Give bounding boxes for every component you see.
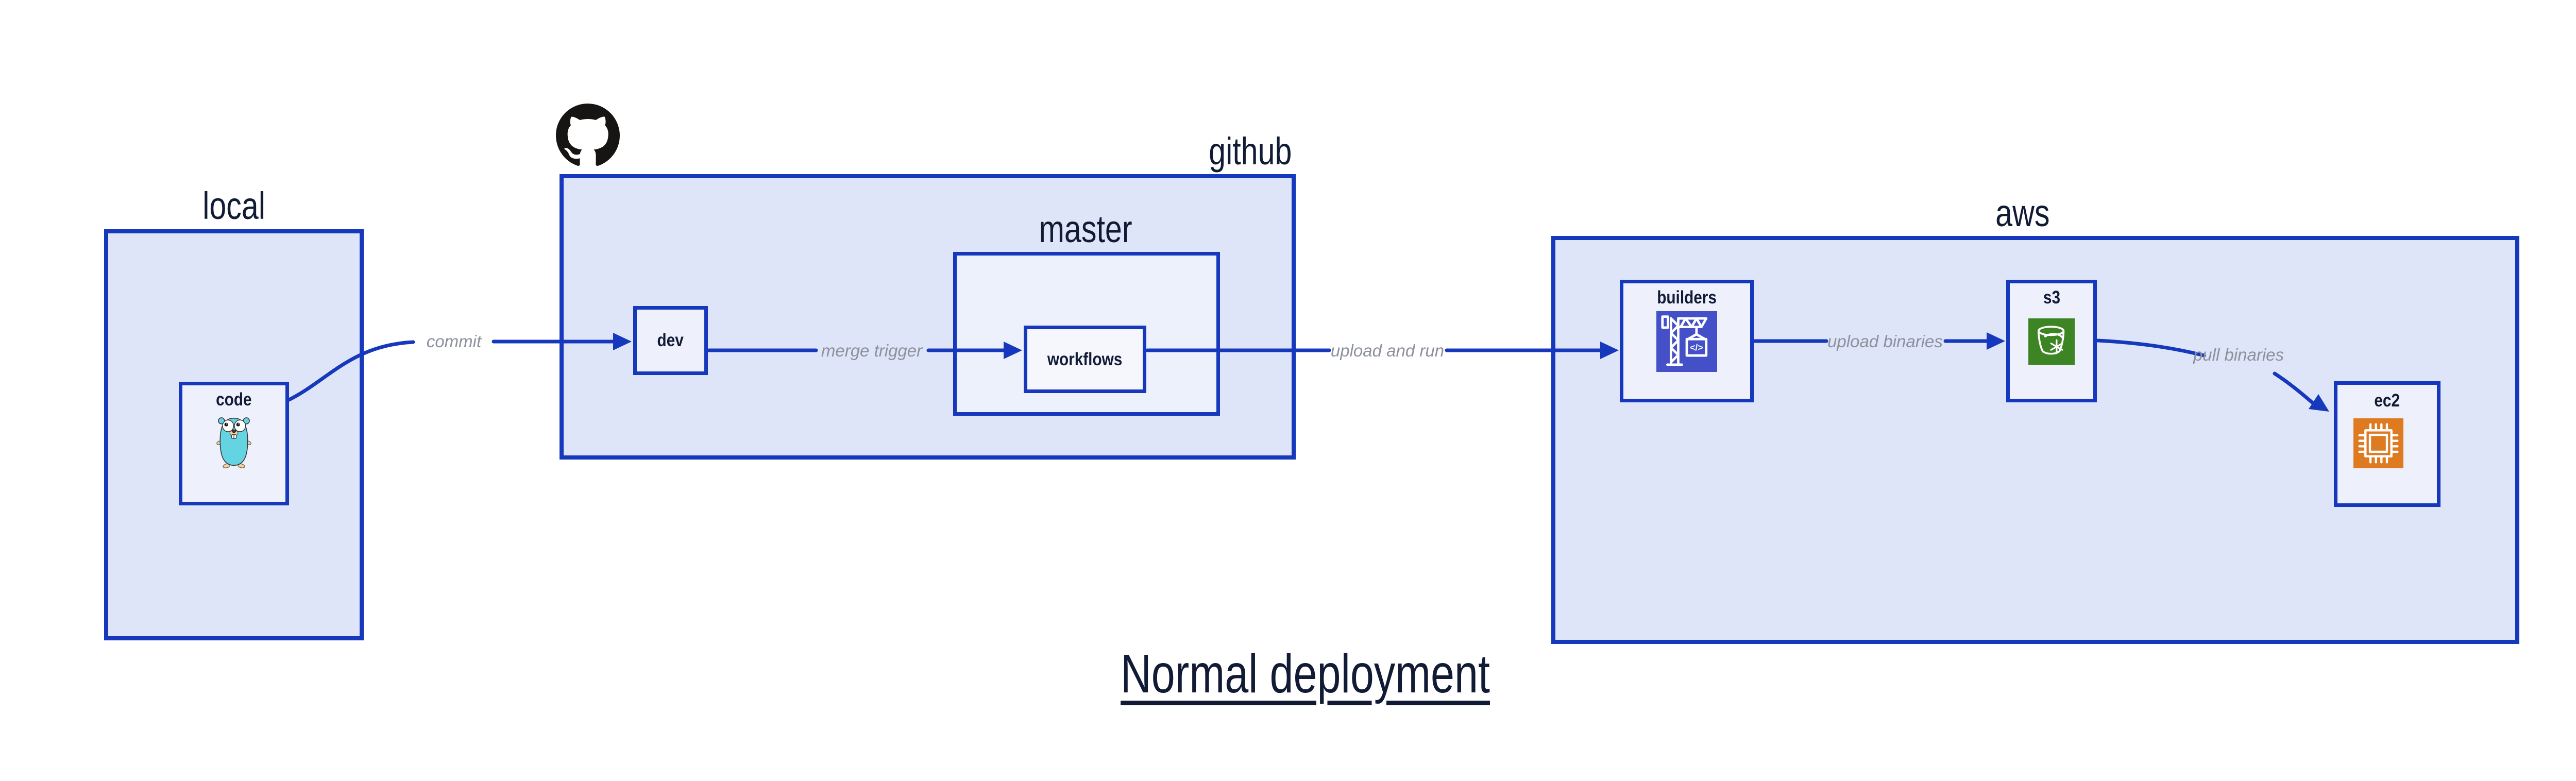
- edge-label-commit: commit: [426, 332, 482, 351]
- svg-text:</>: </>: [1690, 343, 1703, 353]
- diagram-title: Normal deployment: [1121, 643, 1490, 704]
- node-dev: [633, 306, 708, 375]
- ec2-label: ec2: [2374, 390, 2400, 411]
- edge-label-upload-binaries: upload binaries: [1827, 332, 1943, 351]
- github-label: github: [1209, 130, 1292, 173]
- code-label: code: [216, 389, 252, 410]
- github-octocat-icon: [556, 104, 620, 166]
- aws-s3-glacier-icon: [2028, 318, 2075, 365]
- master-label: master: [1039, 208, 1132, 250]
- aws-codebuild-icon: </>: [1656, 311, 1717, 372]
- local-label: local: [202, 184, 265, 227]
- aws-ec2-icon: [2353, 418, 2403, 468]
- node-builders: [1620, 280, 1754, 402]
- s3-label: s3: [2043, 287, 2060, 308]
- edge-label-pull-binaries: pull binaries: [2193, 345, 2284, 364]
- dev-label: dev: [657, 330, 684, 350]
- edge-label-upload-and-run: upload and run: [1330, 341, 1445, 360]
- node-workflows: [1024, 326, 1146, 393]
- edge-label-merge-trigger: merge trigger: [821, 341, 923, 360]
- aws-label: aws: [1995, 192, 2050, 234]
- builders-label: builders: [1657, 287, 1717, 308]
- workflows-label: workflows: [1047, 349, 1123, 369]
- go-gopher-icon: [215, 415, 252, 468]
